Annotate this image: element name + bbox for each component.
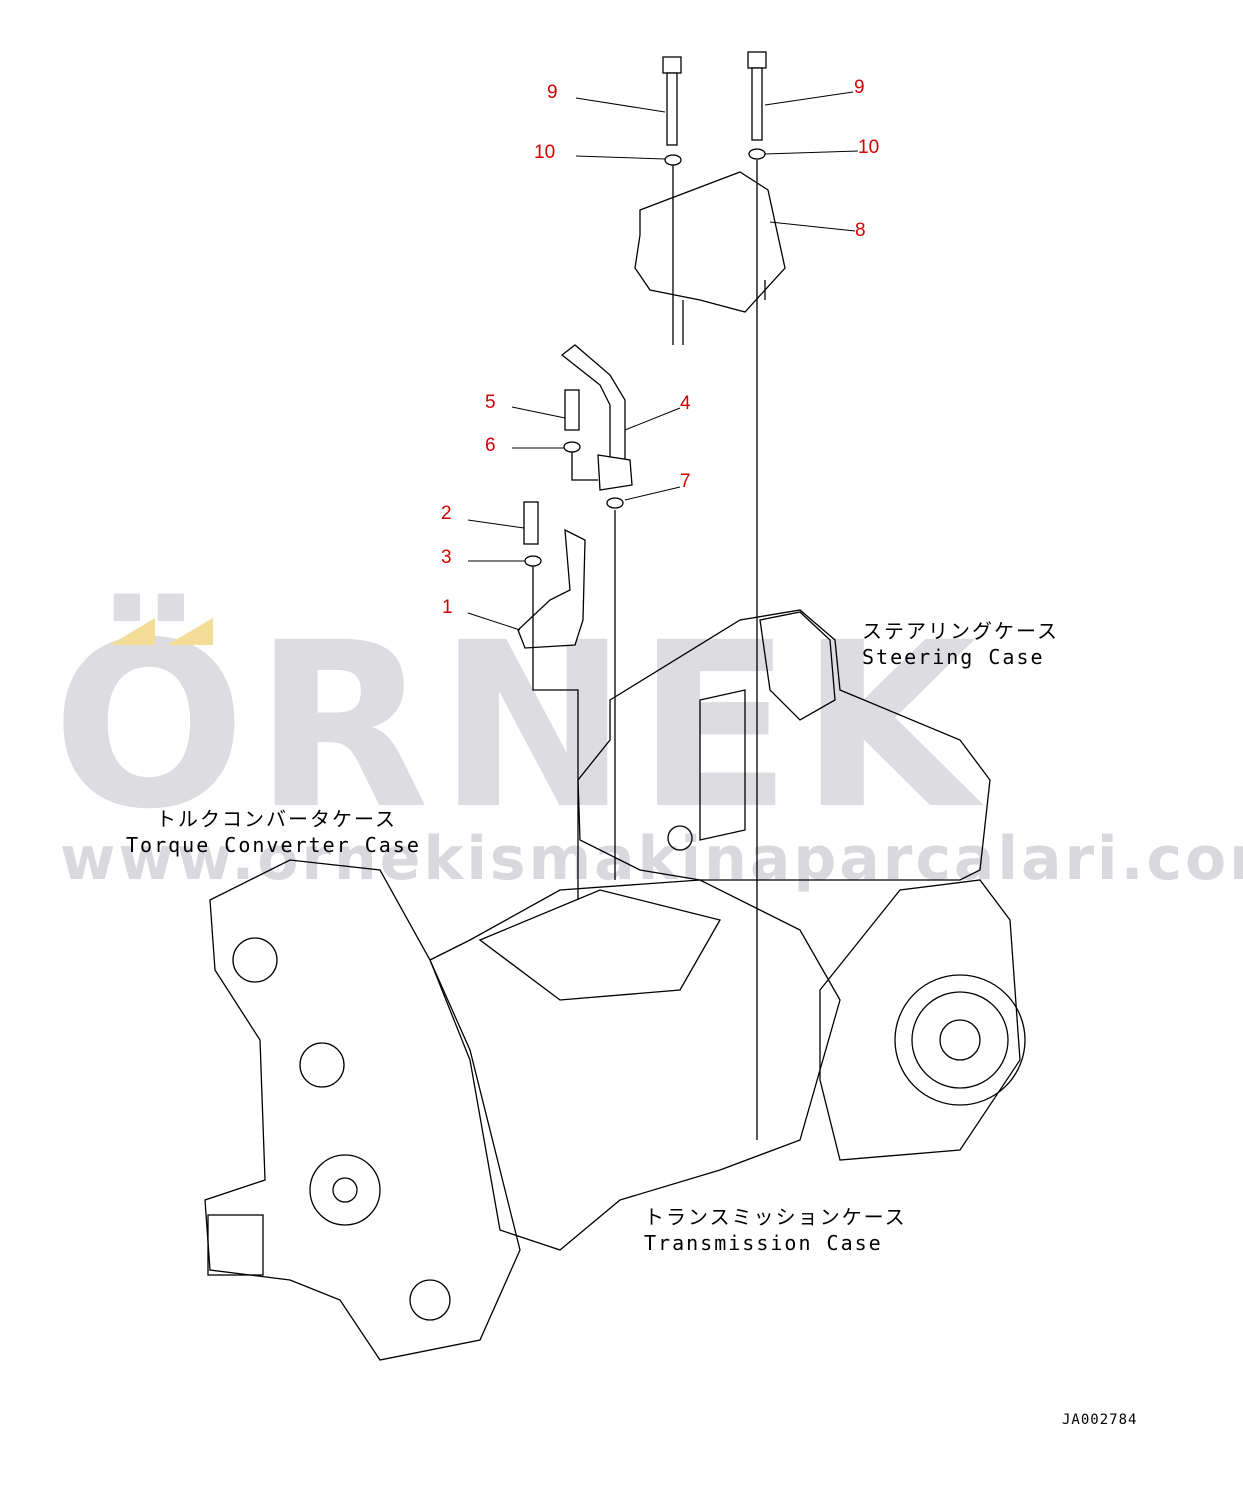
watermark-url: www.ornekismakinaparcalari.com.tr [60, 824, 1243, 894]
oring-7 [606, 497, 624, 509]
callout-2: 2 [441, 503, 452, 524]
callout-7: 7 [680, 471, 691, 492]
watermark-accent [167, 618, 213, 645]
transmission-assembly [204, 609, 1026, 1361]
callout-5: 5 [485, 392, 496, 413]
torque-converter-case-label: トルクコンバータケース Torque Converter Case [126, 806, 421, 858]
washer-3 [524, 555, 542, 567]
callout-10: 10 [534, 142, 556, 163]
transmission-case-en: Transmission Case [644, 1231, 883, 1255]
washer-10-right [748, 148, 766, 160]
bolt-5 [564, 389, 580, 431]
bolt-9-left [662, 56, 682, 146]
torque-converter-case-jp: トルクコンバータケース [156, 807, 397, 831]
washer-6 [563, 441, 581, 453]
callout-10: 10 [858, 137, 880, 158]
transmission-case [429, 879, 841, 1251]
bracket-1 [517, 528, 586, 649]
torque-converter-case [204, 859, 521, 1361]
transmission-case-label: トランスミッションケース Transmission Case [644, 1204, 907, 1256]
watermark-brand: ÖRNEK [52, 593, 985, 859]
cover-8 [634, 171, 786, 313]
steering-case-label: ステアリングケース Steering Case [862, 618, 1059, 670]
callout-9: 9 [854, 77, 865, 98]
torque-converter-case-en: Torque Converter Case [126, 833, 421, 857]
bolt-2 [523, 501, 539, 545]
callout-8: 8 [855, 220, 866, 241]
watermark-accent [110, 618, 155, 645]
callout-1: 1 [442, 597, 453, 618]
washer-10-left [664, 154, 682, 166]
transmission-case-jp: トランスミッションケース [644, 1205, 907, 1229]
callout-4: 4 [680, 393, 691, 414]
steering-case-en: Steering Case [862, 645, 1045, 669]
callout-6: 6 [485, 435, 496, 456]
steering-case-jp: ステアリングケース [862, 619, 1059, 643]
bolt-9-right [747, 51, 767, 141]
steering-case [577, 609, 991, 881]
callout-3: 3 [441, 547, 452, 568]
drawing-code: JA002784 [1062, 1412, 1138, 1428]
callout-9: 9 [547, 82, 558, 103]
